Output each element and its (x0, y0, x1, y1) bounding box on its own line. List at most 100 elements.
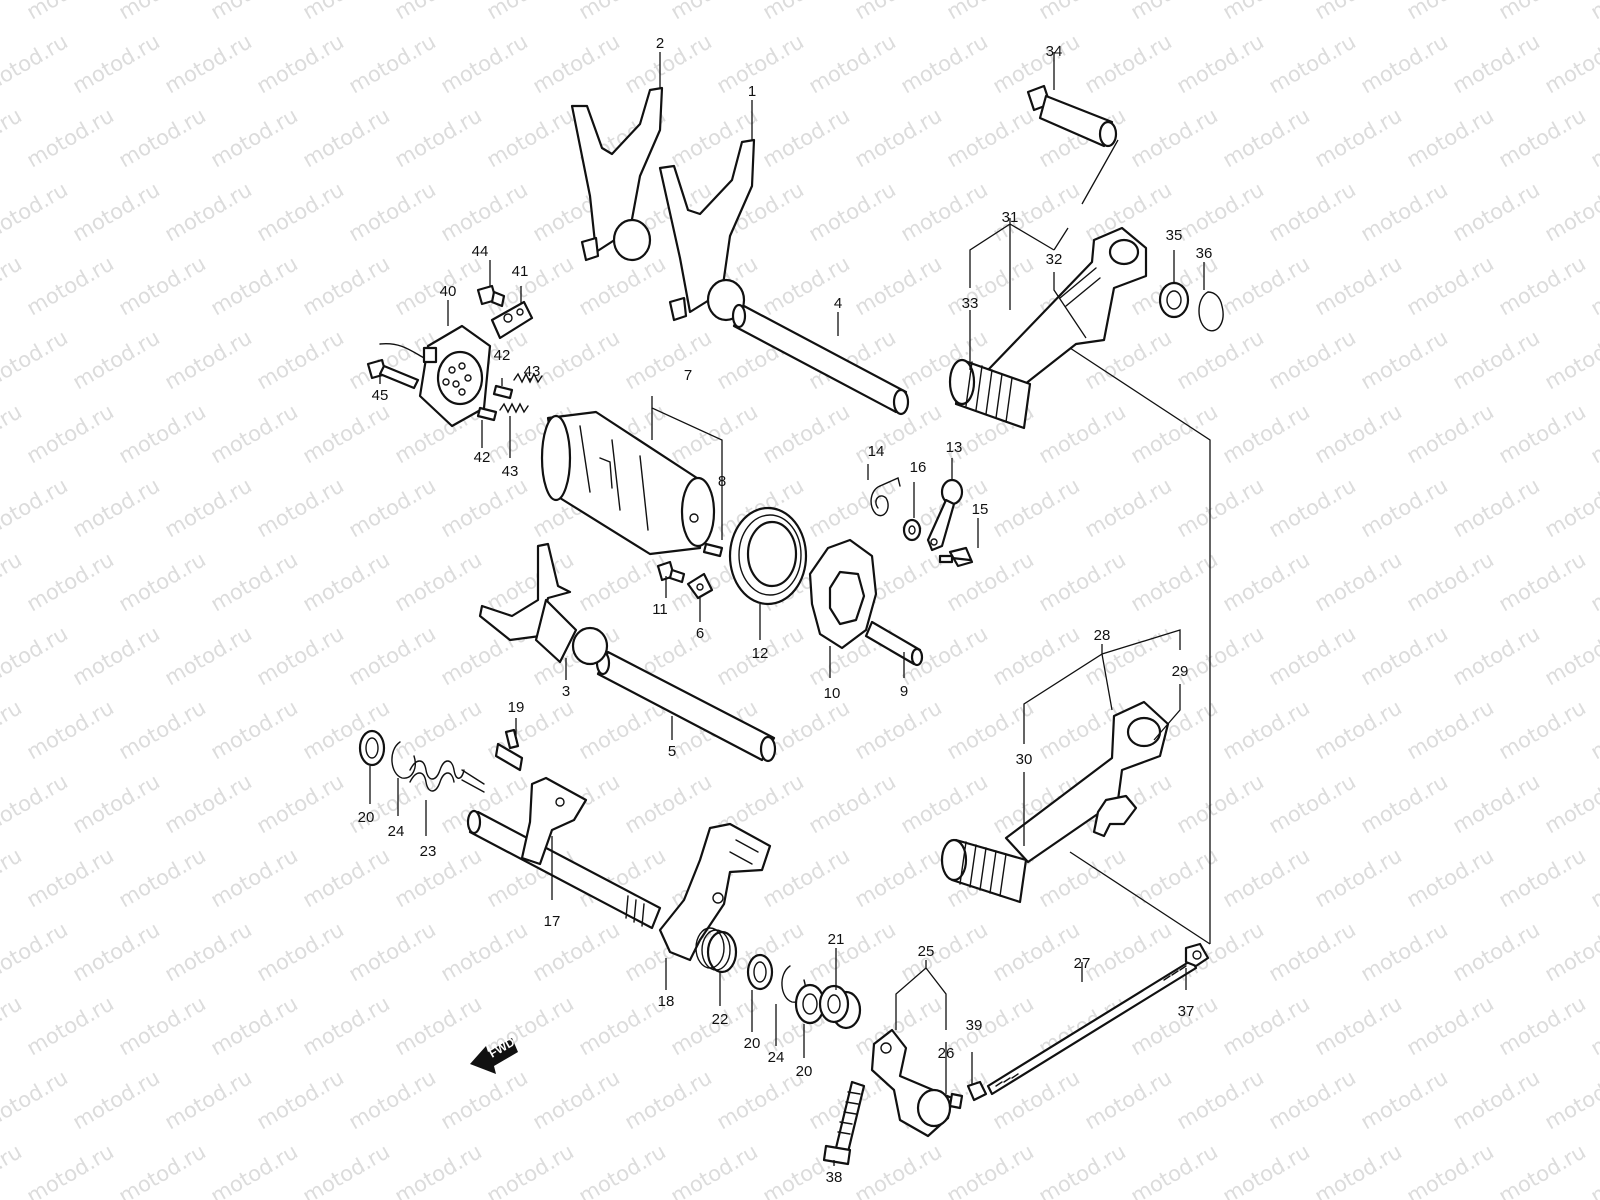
watermark-text: motod.ru (0, 1065, 72, 1134)
oil-seal-20-lower-a (746, 953, 774, 991)
watermark-text: motod.ru (345, 29, 440, 98)
watermark-text: motod.ru (667, 399, 762, 468)
callout-4: 4 (834, 295, 842, 312)
watermark-text: motod.ru (1495, 991, 1590, 1060)
callout-15: 15 (972, 501, 989, 518)
callout-10: 10 (824, 685, 841, 702)
watermark-text: motod.ru (1541, 1065, 1600, 1134)
watermark-text: motod.ru (115, 251, 210, 320)
watermark-text: motod.ru (0, 1139, 26, 1200)
watermark-text: motod.ru (805, 769, 900, 838)
watermark-text: motod.ru (989, 917, 1084, 986)
watermark-text: motod.ru (1311, 399, 1406, 468)
watermark-text: motod.ru (345, 621, 440, 690)
watermark-text: motod.ru (897, 917, 992, 986)
watermark-text: motod.ru (1495, 695, 1590, 764)
oil-seal-20-upper (358, 729, 386, 767)
watermark-text: motod.ru (1311, 103, 1406, 172)
watermark-text: motod.ru (989, 473, 1084, 542)
watermark-text: motod.ru (345, 1065, 440, 1134)
circlip-24-upper (391, 741, 416, 779)
watermark-text: motod.ru (1449, 621, 1544, 690)
watermark-text: motod.ru (1495, 251, 1590, 320)
callout-25: 25 (918, 943, 935, 960)
watermark-text: motod.ru (0, 251, 26, 320)
watermark-text: motod.ru (667, 0, 762, 24)
watermark-text: motod.ru (483, 0, 578, 24)
gearshift-cam (540, 410, 716, 556)
watermark-text: motod.ru (207, 0, 302, 24)
watermark-text: motod.ru (207, 991, 302, 1060)
watermark-text: motod.ru (1541, 29, 1600, 98)
bolt-44 (476, 284, 506, 308)
watermark-text: motod.ru (759, 399, 854, 468)
clamp-41 (490, 300, 534, 340)
watermark-text: motod.ru (943, 1139, 1038, 1200)
watermark-text: motod.ru (1265, 621, 1360, 690)
watermark-text: motod.ru (1311, 695, 1406, 764)
watermark-text: motod.ru (1265, 177, 1360, 246)
watermark-text: motod.ru (391, 547, 486, 616)
watermark-text: motod.ru (1127, 547, 1222, 616)
watermark-text: motod.ru (1587, 251, 1600, 320)
watermark-text: motod.ru (115, 547, 210, 616)
callout-16: 16 (910, 459, 927, 476)
callout-13: 13 (946, 439, 963, 456)
watermark-text: motod.ru (805, 917, 900, 986)
watermark-text: motod.ru (1311, 251, 1406, 320)
watermark-text: motod.ru (0, 103, 26, 172)
callout-12: 12 (752, 645, 769, 662)
watermark-text: motod.ru (713, 29, 808, 98)
watermark-text: motod.ru (23, 399, 118, 468)
stopper-bolt-19 (494, 728, 524, 772)
watermark-text: motod.ru (1127, 0, 1222, 24)
watermark-text: motod.ru (1403, 991, 1498, 1060)
watermark-text: motod.ru (437, 177, 532, 246)
callout-14: 14 (868, 443, 885, 460)
watermark-text: motod.ru (1081, 917, 1176, 986)
watermark-text: motod.ru (1081, 1065, 1176, 1134)
watermark-text: motod.ru (207, 251, 302, 320)
watermark-text: motod.ru (1219, 843, 1314, 912)
fork-shaft-4 (731, 303, 910, 416)
watermark-text: motod.ru (1173, 769, 1268, 838)
watermark-text: motod.ru (1541, 177, 1600, 246)
callout-29: 29 (1172, 663, 1189, 680)
watermark-text: motod.ru (0, 473, 72, 542)
watermark-text: motod.ru (207, 843, 302, 912)
callout-31: 31 (1002, 209, 1019, 226)
callout-44: 44 (472, 243, 489, 260)
return-spring-23 (409, 760, 485, 793)
watermark-text: motod.ru (391, 1139, 486, 1200)
watermark-text: motod.ru (69, 621, 164, 690)
fork-shaft-5 (595, 650, 777, 763)
watermark-text: motod.ru (23, 1139, 118, 1200)
watermark-text: motod.ru (161, 177, 256, 246)
watermark-text: motod.ru (0, 991, 26, 1060)
callout-33: 33 (962, 295, 979, 312)
leader-lines (369, 52, 1211, 1166)
watermark-text: motod.ru (115, 695, 210, 764)
watermark-text: motod.ru (23, 0, 118, 24)
callout-42: 42 (494, 347, 511, 364)
watermark-text: motod.ru (23, 843, 118, 912)
watermark-text: motod.ru (1081, 29, 1176, 98)
bush-21 (818, 984, 862, 1030)
watermark-text: motod.ru (1541, 621, 1600, 690)
watermark-text: motod.ru (1403, 399, 1498, 468)
callout-35: 35 (1166, 227, 1183, 244)
watermark-text: motod.ru (1173, 1065, 1268, 1134)
watermark-text: motod.ru (161, 1065, 256, 1134)
bearing-12 (728, 506, 808, 606)
watermark-text: motod.ru (1403, 0, 1498, 24)
watermark-text: motod.ru (897, 769, 992, 838)
watermark-text: motod.ru (299, 991, 394, 1060)
watermark-text: motod.ru (115, 0, 210, 24)
watermark-text: motod.ru (1587, 1139, 1600, 1200)
watermark-text: motod.ru (253, 177, 348, 246)
watermark-text: motod.ru (621, 1065, 716, 1134)
watermark-text: motod.ru (1357, 1065, 1452, 1134)
watermark-text: motod.ru (1403, 843, 1498, 912)
watermark-text: motod.ru (69, 1065, 164, 1134)
watermark-text: motod.ru (299, 0, 394, 24)
